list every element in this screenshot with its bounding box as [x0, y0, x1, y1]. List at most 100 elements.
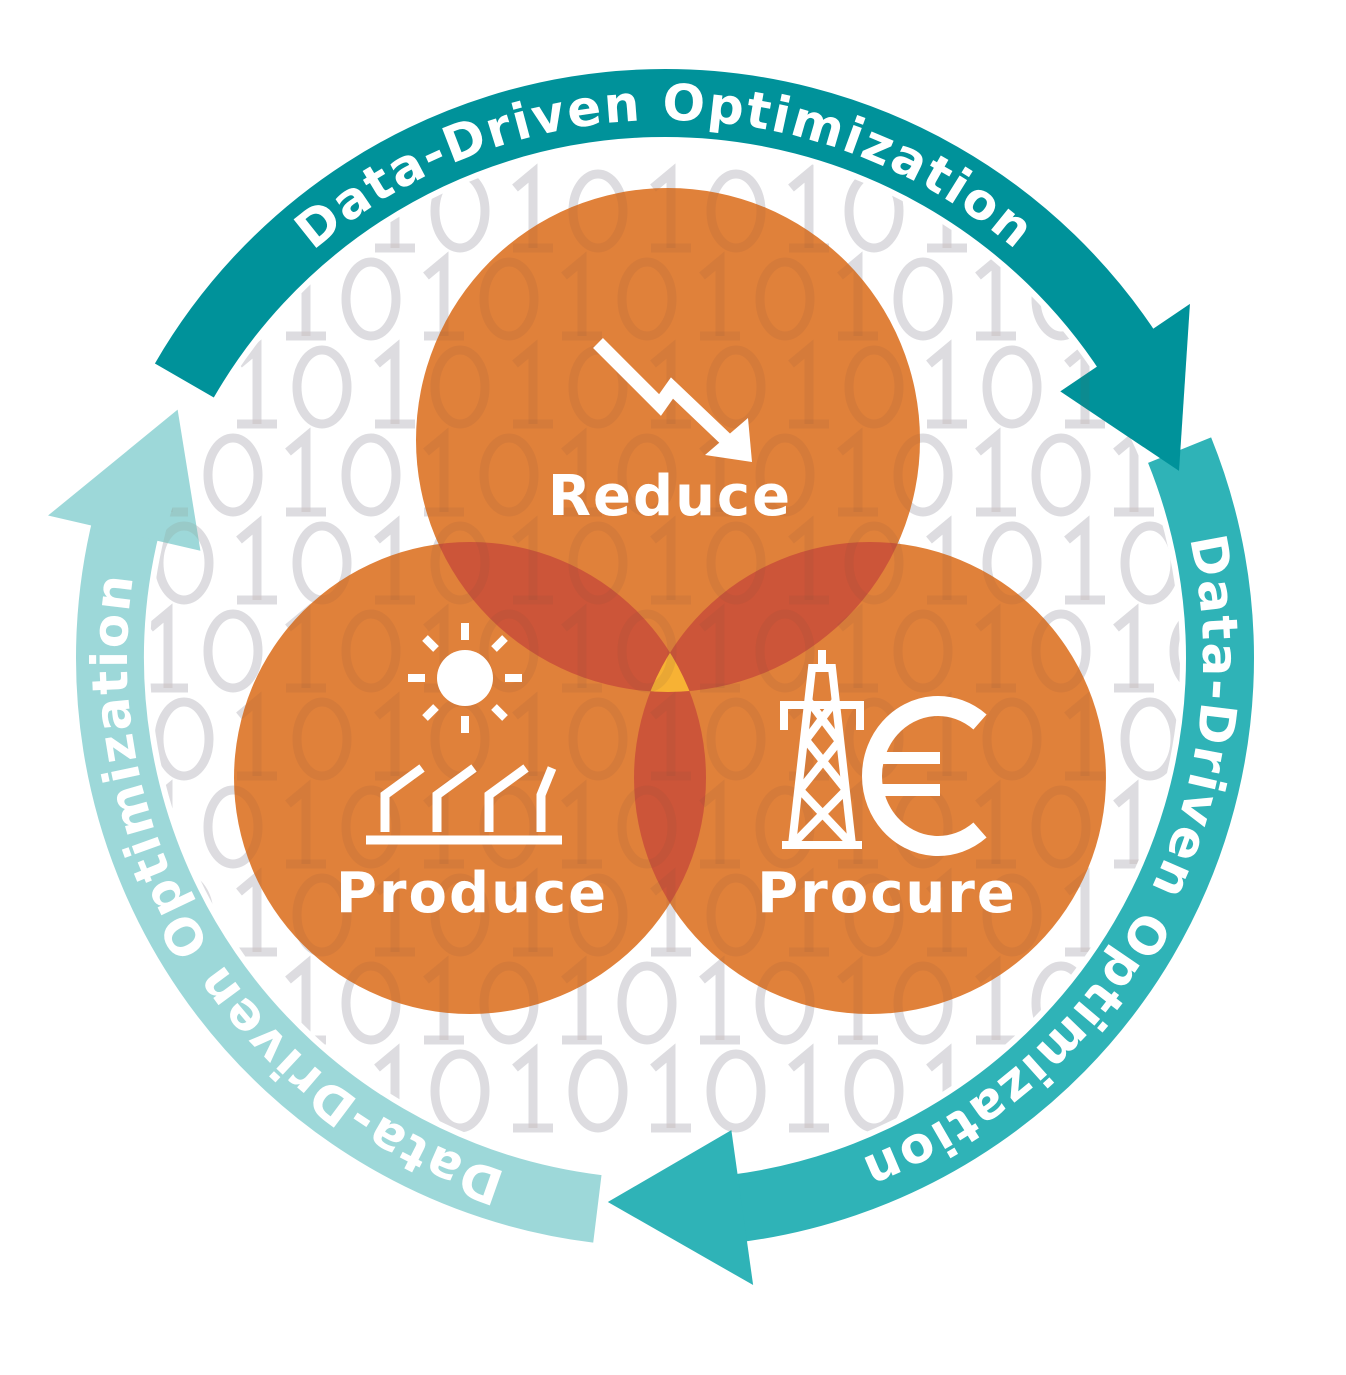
- binary-one-shape: [1252, 613, 1292, 688]
- binary-zero-shape: [154, 1049, 214, 1133]
- binary-zero-shape: [341, 257, 401, 341]
- binary-one-shape: [1341, 877, 1346, 952]
- binary-zero-shape: [982, 345, 1042, 429]
- declining-arrow-icon: [593, 338, 752, 462]
- binary-zero-shape: [568, 697, 628, 781]
- binary-zero-shape: [1120, 169, 1180, 253]
- reduce-label: Reduce: [548, 464, 792, 529]
- binary-one-shape: [1203, 877, 1243, 952]
- binary-one-shape: [975, 603, 1016, 693]
- binary-one-shape: [285, 427, 326, 517]
- binary-one-shape: [650, 1043, 691, 1133]
- binary-zero-shape: [706, 1049, 766, 1133]
- binary-zero-shape: [341, 609, 401, 693]
- binary-one-shape: [512, 1043, 553, 1133]
- binary-one-shape: [1203, 877, 1243, 952]
- binary-zero-shape: [982, 521, 1042, 605]
- procure-label: Procure: [757, 861, 1017, 926]
- binary-zero-shape: [154, 521, 214, 605]
- binary-one-shape: [1341, 173, 1346, 248]
- binary-zero-shape: [154, 697, 214, 781]
- sun-solar-panel-icon: [366, 623, 562, 845]
- binary-zero-shape: [479, 609, 539, 693]
- binary-one-shape: [1341, 349, 1346, 424]
- binary-one-shape: [837, 955, 878, 1045]
- binary-one-shape: [788, 515, 829, 605]
- binary-one-shape: [650, 163, 691, 253]
- binary-zero-shape: [617, 961, 677, 1045]
- binary-one-shape: [788, 1043, 829, 1133]
- binary-zero-shape: [706, 873, 766, 957]
- binary-one-shape: [150, 603, 188, 693]
- binary-zero-shape: [1312, 966, 1346, 1040]
- binary-one-shape: [926, 339, 967, 429]
- binary-one-shape: [975, 427, 1016, 517]
- binary-zero-shape: [1031, 433, 1091, 517]
- binary-zero-shape: [479, 785, 539, 869]
- binary-zero-shape: [568, 169, 628, 253]
- binary-one-shape: [788, 163, 829, 253]
- binary-zero-shape: [706, 1049, 766, 1133]
- binary-one-shape: [699, 251, 740, 341]
- binary-zero-shape: [1263, 526, 1313, 600]
- binary-zero-shape: [1312, 614, 1346, 688]
- binary-zero-shape: [341, 433, 401, 517]
- binary-one-shape: [650, 1043, 691, 1133]
- binary-one-shape: [512, 515, 553, 605]
- binary-one-shape: [788, 1043, 829, 1133]
- binary-one-shape: [561, 427, 602, 517]
- binary-one-shape: [699, 779, 740, 869]
- binary-one-shape: [1341, 877, 1346, 952]
- binary-zero-shape: [1312, 262, 1346, 336]
- binary-one-shape: [1341, 701, 1346, 776]
- binary-zero-shape: [755, 961, 815, 1045]
- binary-zero-shape: [1120, 521, 1180, 605]
- binary-one-shape: [561, 779, 602, 869]
- binary-zero-shape: [706, 169, 766, 253]
- binary-one-shape: [1252, 965, 1292, 1040]
- binary-zero-shape: [430, 873, 490, 957]
- binary-one-shape: [699, 955, 740, 1045]
- binary-zero-shape: [341, 785, 401, 869]
- binary-one-shape: [512, 867, 553, 957]
- binary-zero-shape: [1263, 702, 1313, 776]
- binary-zero-shape: [203, 433, 263, 517]
- binary-zero-shape: [706, 345, 766, 429]
- binary-zero-shape: [341, 961, 401, 1045]
- binary-one-shape: [1203, 173, 1243, 248]
- binary-one-shape: [1341, 1053, 1346, 1128]
- binary-zero-shape: [1312, 966, 1346, 1040]
- reduce-produce-overlap: [416, 542, 706, 692]
- binary-zero-shape: [1120, 1049, 1180, 1133]
- binary-zero-shape: [982, 873, 1042, 957]
- binary-one-shape: [1252, 437, 1292, 512]
- binary-zero-shape: [844, 1049, 904, 1133]
- binary-zero-shape: [203, 609, 263, 693]
- binary-one-shape: [975, 427, 1016, 517]
- binary-zero-shape: [1312, 438, 1346, 512]
- binary-zero-shape: [1263, 1054, 1313, 1128]
- binary-zero-shape: [1031, 433, 1091, 517]
- binary-one-shape: [1252, 789, 1292, 864]
- binary-one-shape: [150, 603, 188, 693]
- binary-zero-shape: [755, 609, 815, 693]
- binary-one-shape: [837, 251, 878, 341]
- binary-one-shape: [285, 427, 326, 517]
- binary-one-shape: [512, 339, 553, 429]
- binary-one-shape: [561, 251, 602, 341]
- binary-zero-shape: [154, 1049, 214, 1133]
- binary-one-shape: [1252, 965, 1292, 1040]
- binary-zero-shape: [1263, 1054, 1313, 1128]
- binary-one-shape: [1341, 1053, 1346, 1128]
- binary-zero-shape: [430, 521, 490, 605]
- binary-one-shape: [1064, 515, 1105, 605]
- produce-label: Produce: [336, 861, 608, 926]
- binary-one-shape: [1341, 525, 1346, 600]
- binary-zero-shape: [479, 257, 539, 341]
- binary-zero-shape: [154, 169, 214, 253]
- binary-one-shape: [236, 339, 277, 429]
- binary-zero-shape: [1312, 438, 1346, 512]
- cycle-arrow-right: [728, 437, 1254, 1243]
- binary-one-shape: [1113, 603, 1154, 693]
- arrowhead-right: [607, 1130, 754, 1286]
